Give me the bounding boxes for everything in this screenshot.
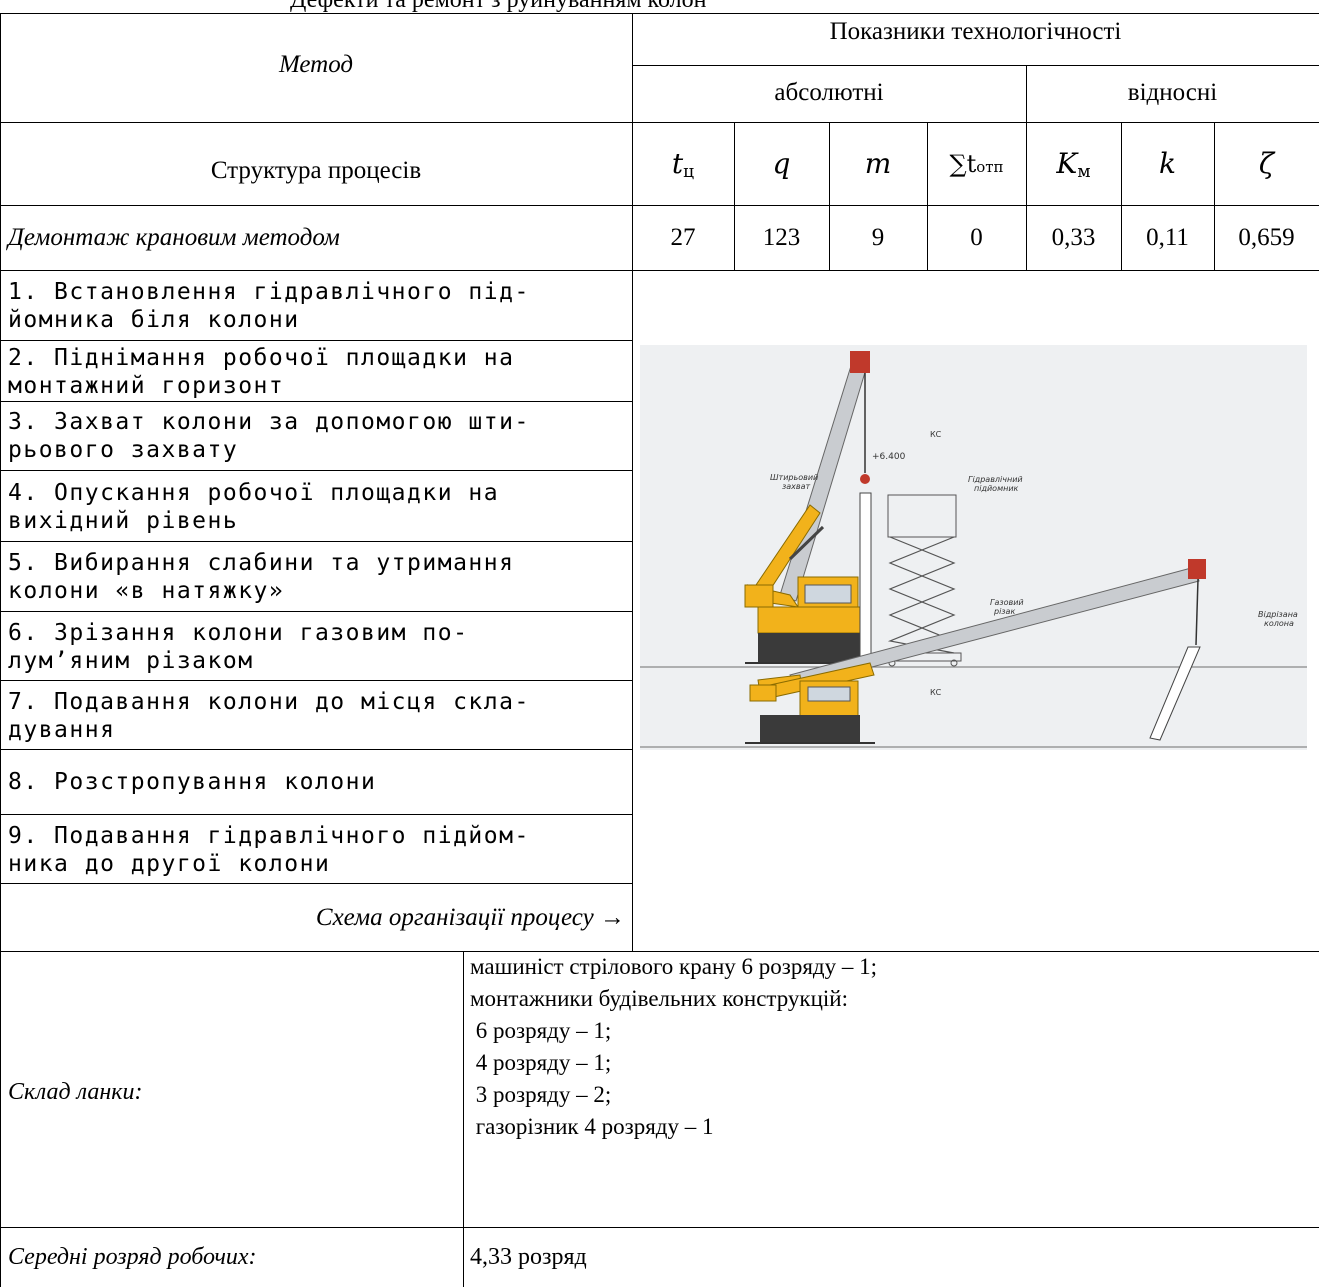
svg-text:Відрізана: Відрізана — [1258, 610, 1298, 619]
step-9: 9. Подавання гідравлічного підйом- ника … — [8, 823, 530, 877]
value-km: 0,33 — [1051, 224, 1096, 251]
svg-text:Газовий: Газовий — [990, 598, 1024, 607]
step-3: 3. Захват колони за допомогою шти- рьово… — [8, 409, 530, 463]
value-q: 123 — [762, 224, 801, 251]
indicators-title: Показники технологічності — [829, 18, 1122, 45]
relative-header: відносні — [1127, 79, 1218, 106]
value-k: 0,11 — [1146, 224, 1189, 251]
crew-line: 4 розряду – 1; — [470, 1050, 612, 1075]
page-title-fragment: Дефекти та ремонт з руйнуванням колон — [290, 0, 707, 13]
structure-header: Структура процесів — [210, 157, 422, 184]
svg-text:підйомник: підйомник — [974, 484, 1019, 493]
value-m: 9 — [871, 224, 885, 251]
absolute-header: абсолютні — [774, 79, 884, 106]
col-header-m: m — [864, 147, 892, 180]
crew-line: монтажники будівельних конструкцій: — [470, 986, 849, 1011]
col-header-k: k — [1159, 147, 1176, 180]
col-header-sum-t: ∑tотп — [949, 150, 1004, 178]
value-zeta: 0,659 — [1238, 224, 1295, 251]
avg-rank-label: Середні розряд робочих: — [8, 1244, 257, 1270]
label-crane-bottom: КС — [930, 688, 942, 697]
crew-line: газорізник 4 розряду – 1 — [470, 1114, 714, 1139]
crew-line: 3 розряду – 2; — [470, 1082, 612, 1107]
avg-rank-value: 4,33 розряд — [470, 1244, 587, 1270]
svg-text:колона: колона — [1264, 619, 1294, 628]
step-8: 8. Розстропування колони — [8, 769, 377, 795]
col-header-tc: tц — [671, 147, 695, 182]
top-scene: +6.400 Штирьовий захват Гідравлічний під… — [640, 351, 1307, 668]
col-header-q: q — [772, 147, 791, 180]
svg-text:Штирьовий: Штирьовий — [770, 473, 818, 482]
value-sum-t: 0 — [970, 224, 983, 251]
step-6: 6. Зрізання колони газовим по- лум’яним … — [8, 620, 469, 674]
crew-line: машиніст стрілового крану 6 розряду – 1; — [470, 954, 878, 979]
scheme-label: Схема організації процесу → — [315, 904, 625, 931]
step-4: 4. Опускання робочої площадки на вихідни… — [8, 480, 500, 534]
svg-text:Гідравлічний: Гідравлічний — [968, 475, 1023, 484]
value-tc: 27 — [670, 224, 696, 251]
step-2: 2. Піднімання робочої площадки на монтаж… — [8, 345, 515, 399]
label-crane-top: КС — [930, 430, 942, 439]
crane-scheme-diagram: +6.400 Штирьовий захват Гідравлічний під… — [640, 345, 1307, 750]
method-header: Метод — [278, 51, 354, 78]
svg-text:захват: захват — [782, 482, 811, 491]
svg-text:різак: різак — [993, 607, 1015, 616]
col-header-zeta: ζ — [1258, 147, 1275, 180]
crew-label: Склад ланки: — [8, 1079, 143, 1105]
col-header-km: Kм — [1056, 147, 1091, 182]
method-name: Демонтаж крановим методом — [8, 224, 340, 251]
step-1: 1. Встановлення гідравлічного під- йомни… — [8, 279, 530, 333]
step-7: 7. Подавання колони до місця скла- дуван… — [8, 689, 530, 743]
label-level: +6.400 — [872, 452, 906, 462]
bottom-scene: КС Відрізана колона — [640, 559, 1307, 748]
crew-line: 6 розряду – 1; — [470, 1018, 612, 1043]
step-5: 5. Вибирання слабини та утримання колони… — [8, 550, 515, 604]
